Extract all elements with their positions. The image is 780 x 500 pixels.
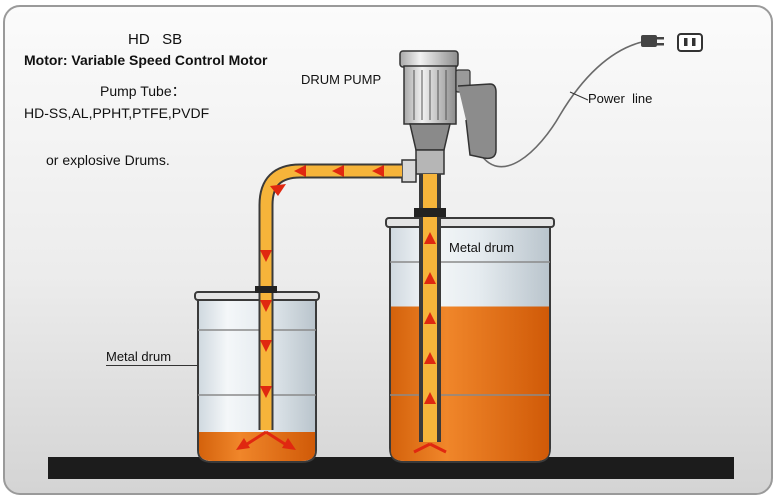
floor (48, 457, 734, 479)
right-drum-rim (385, 217, 555, 228)
right-intake-left (413, 442, 431, 454)
flow-arrow-down-1 (260, 250, 272, 262)
left-drum-rim (194, 291, 320, 301)
flow-arrow-up-3 (424, 312, 436, 324)
power-line-cable (477, 41, 643, 168)
left-drum-liquid (199, 432, 315, 461)
flow-arrow-down-3 (260, 340, 272, 352)
flow-arrow-bend (270, 184, 286, 196)
explosive-drums-note: or explosive Drums. (46, 152, 170, 168)
left-metal-drum (194, 291, 320, 463)
left-splash-right (265, 430, 289, 448)
flow-arrow-left-3 (294, 165, 306, 177)
flow-arrow-left-2 (332, 165, 344, 177)
flow-arrow-up-2 (424, 272, 436, 284)
flow-splash (236, 430, 447, 454)
motor-top-cap (399, 50, 459, 68)
right-drum-label: Metal drum (449, 240, 515, 255)
power-line-label: Power line (588, 91, 653, 106)
hose-drum-collar (255, 286, 277, 293)
model-title: HD SB (128, 31, 183, 48)
background-panel (3, 5, 773, 495)
flow-arrow-up-4 (424, 352, 436, 364)
left-splash-head-r (282, 438, 296, 450)
drum-pump-motor (399, 50, 497, 183)
pump-tube-collar (414, 208, 446, 217)
power-plug-icon (641, 35, 664, 47)
left-drum-body (197, 297, 317, 463)
left-splash-head-l (236, 438, 250, 450)
flow-arrow-down-4 (260, 386, 272, 398)
flow-arrow-up-5 (424, 392, 436, 404)
outlet-connector (401, 159, 417, 183)
left-drum-label-underline (106, 365, 198, 366)
wall-socket-icon (677, 33, 703, 52)
left-drum-label: Metal drum (106, 349, 172, 364)
right-intake-right (429, 442, 447, 454)
motor-handle (457, 83, 497, 160)
left-splash-arrows (243, 430, 267, 448)
pump-tube-materials: HD-SS,AL,PPHT,PTFE,PVDF (24, 105, 210, 121)
flow-arrow-down-2 (260, 300, 272, 312)
flow-arrow-up-1 (424, 232, 436, 244)
drum-pump-label: DRUM PUMP (301, 72, 382, 87)
right-drum-liquid (391, 306, 549, 461)
motor-lower-housing (409, 123, 451, 151)
power-line-leader (569, 91, 589, 101)
flow-arrows (260, 165, 436, 404)
pump-head (415, 149, 445, 175)
pump-tube-title: Pump Tube： (100, 83, 186, 99)
flow-arrow-left-1 (372, 165, 384, 177)
motor-spec: Motor: Variable Speed Control Motor (24, 52, 268, 68)
